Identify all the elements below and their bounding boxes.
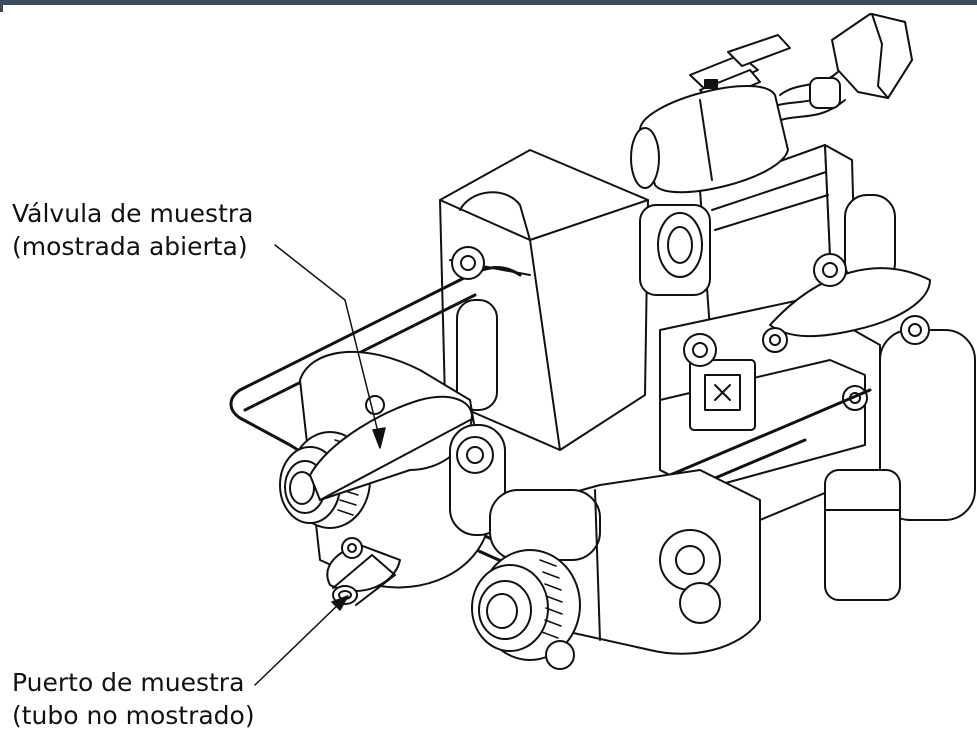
sample-valve-label-line1: Válvula de muestra [12,199,254,228]
sample-valve-label: Válvula de muestra (mostrada abierta) [12,197,253,263]
top-cylinder [630,85,789,194]
front-threaded-port [471,549,581,670]
sample-port-label-line1: Puerto de muestra [12,668,245,697]
frame-top-bar [0,0,977,5]
frame-corner [0,0,3,12]
leader-arrow [254,244,386,686]
sample-port-label: Puerto de muestra (tubo no mostrado) [12,666,255,732]
center-coupler [639,204,711,296]
screws [341,327,788,559]
sample-port-label-line2: (tubo no mostrado) [12,701,255,730]
sample-valve-label-line2: (mostrada abierta) [12,232,248,261]
right-cylinders [824,315,976,601]
right-lever [769,253,931,338]
